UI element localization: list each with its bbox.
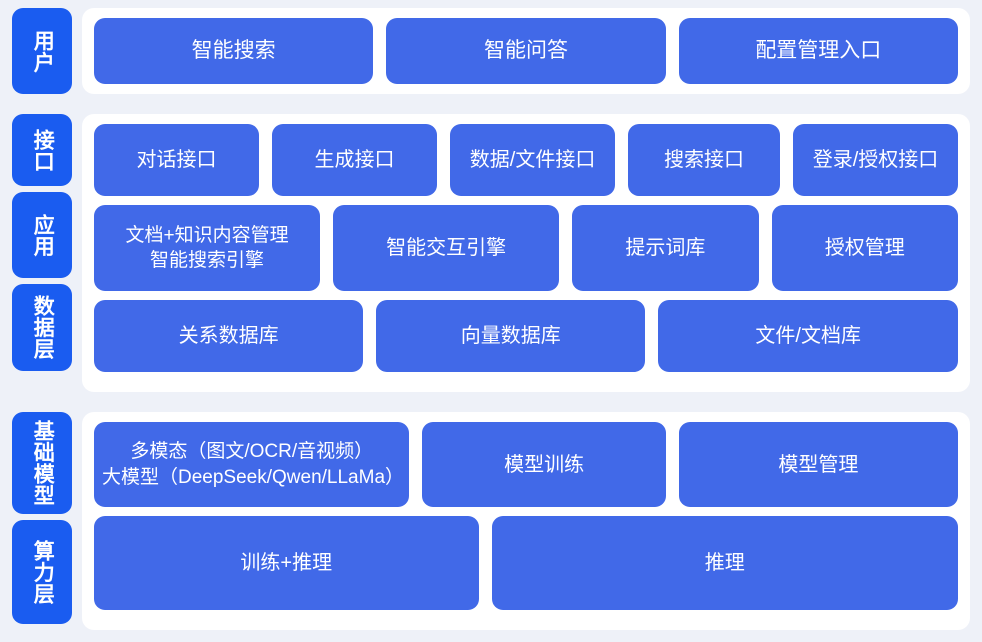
band-middle: 接口 应用 数据层 对话接口 生成接口 数据/文件接口 搜索接口 登录/授权接口… xyxy=(12,114,970,392)
row-interface: 对话接口 生成接口 数据/文件接口 搜索接口 登录/授权接口 xyxy=(94,124,958,196)
row-compute: 训练+推理 推理 xyxy=(94,516,958,610)
node-multimodal-large-model[interactable]: 多模态（图文/OCR/音视频） 大模型（DeepSeek/Qwen/LLaMa） xyxy=(94,422,410,507)
row-foundation-model: 多模态（图文/OCR/音视频） 大模型（DeepSeek/Qwen/LLaMa）… xyxy=(94,422,958,507)
layer-label-foundation-model: 基础模型 xyxy=(12,412,72,514)
layer-label-compute: 算力层 xyxy=(12,520,72,624)
node-smart-interaction-engine[interactable]: 智能交互引擎 xyxy=(333,205,560,291)
node-vector-database[interactable]: 向量数据库 xyxy=(376,300,646,372)
node-file-document-store[interactable]: 文件/文档库 xyxy=(658,300,958,372)
node-config-management-entry[interactable]: 配置管理入口 xyxy=(678,18,958,84)
node-search-api[interactable]: 搜索接口 xyxy=(628,124,780,196)
node-relational-database[interactable]: 关系数据库 xyxy=(94,300,364,372)
node-model-management[interactable]: 模型管理 xyxy=(678,422,958,507)
row-data: 关系数据库 向量数据库 文件/文档库 xyxy=(94,300,958,372)
band-bottom: 基础模型 算力层 多模态（图文/OCR/音视频） 大模型（DeepSeek/Qw… xyxy=(12,412,970,630)
node-training-and-inference[interactable]: 训练+推理 xyxy=(94,516,479,610)
layer-label-interface: 接口 xyxy=(12,114,72,186)
row-user: 智能搜索 智能问答 配置管理入口 xyxy=(94,18,958,84)
node-data-file-api[interactable]: 数据/文件接口 xyxy=(450,124,616,196)
layer-label-application: 应用 xyxy=(12,192,72,278)
node-login-auth-api[interactable]: 登录/授权接口 xyxy=(792,124,958,196)
node-dialog-api[interactable]: 对话接口 xyxy=(94,124,260,196)
layer-label-data: 数据层 xyxy=(12,284,72,371)
node-inference[interactable]: 推理 xyxy=(491,516,958,610)
node-generation-api[interactable]: 生成接口 xyxy=(272,124,438,196)
row-application: 文档+知识内容管理 智能搜索引擎 智能交互引擎 提示词库 授权管理 xyxy=(94,205,958,291)
band-user: 用户 智能搜索 智能问答 配置管理入口 xyxy=(12,8,970,94)
panel-user: 智能搜索 智能问答 配置管理入口 xyxy=(82,8,970,94)
node-model-training[interactable]: 模型训练 xyxy=(422,422,666,507)
layer-label-stack-user: 用户 xyxy=(12,8,72,94)
node-authorization-management[interactable]: 授权管理 xyxy=(771,205,958,291)
panel-middle: 对话接口 生成接口 数据/文件接口 搜索接口 登录/授权接口 文档+知识内容管理… xyxy=(82,114,970,392)
panel-bottom: 多模态（图文/OCR/音视频） 大模型（DeepSeek/Qwen/LLaMa）… xyxy=(82,412,970,630)
layer-label-stack-middle: 接口 应用 数据层 xyxy=(12,114,72,392)
layer-label-user: 用户 xyxy=(12,8,72,94)
node-smart-search[interactable]: 智能搜索 xyxy=(94,18,374,84)
node-prompt-library[interactable]: 提示词库 xyxy=(572,205,759,291)
node-smart-qa[interactable]: 智能问答 xyxy=(386,18,666,84)
node-document-knowledge-management[interactable]: 文档+知识内容管理 智能搜索引擎 xyxy=(94,205,321,291)
layer-label-stack-bottom: 基础模型 算力层 xyxy=(12,412,72,630)
